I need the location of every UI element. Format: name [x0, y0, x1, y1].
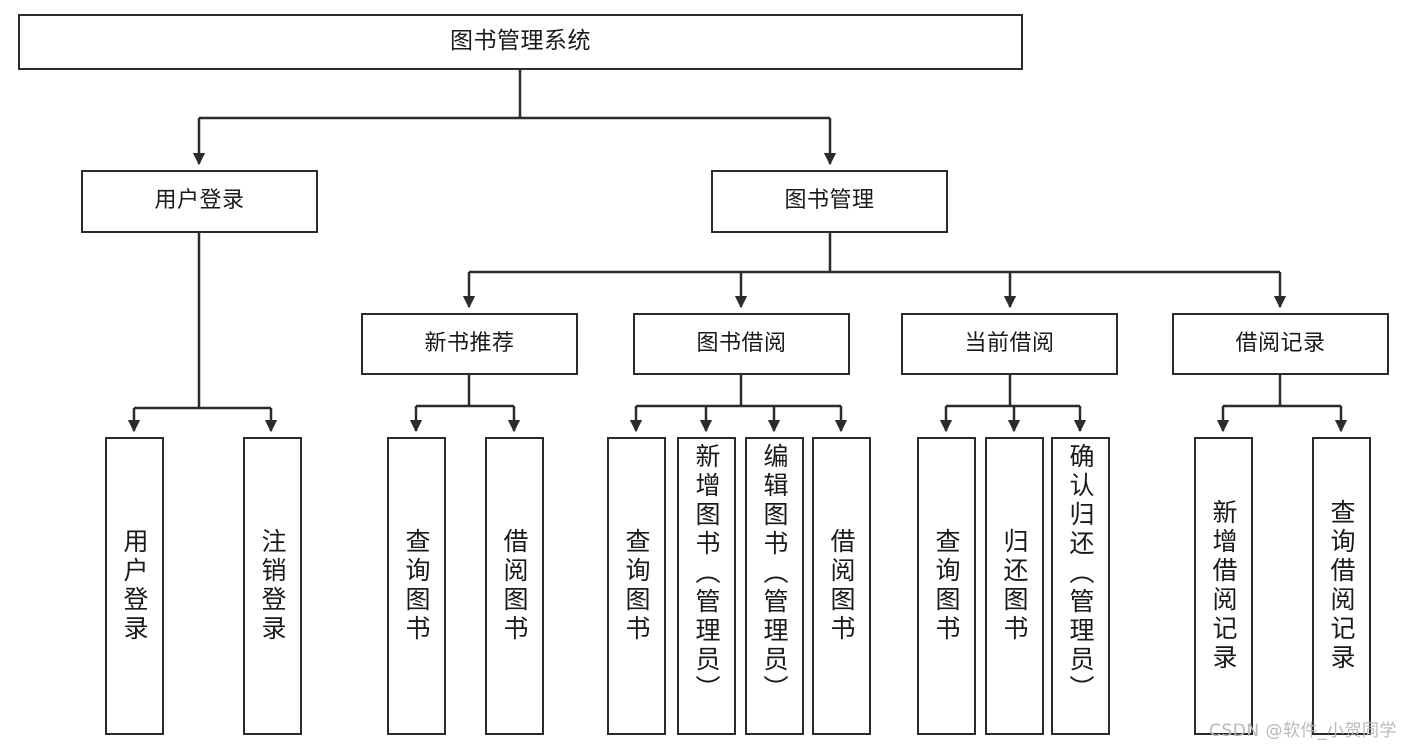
node-root-system[interactable]: 图书管理系统 [18, 14, 1023, 70]
node-leaf-user-login-login-label: 用户登录 [120, 528, 149, 644]
node-leaf-book-borrow-query[interactable]: 查询图书 [607, 437, 666, 735]
node-borrow-record[interactable]: 借阅记录 [1172, 313, 1389, 375]
csdn-watermark: CSDN @软件_小贺同学 [1209, 721, 1397, 741]
node-leaf-borrow-record-add[interactable]: 新增借阅记录 [1194, 437, 1253, 735]
node-book-management-label: 图书管理 [784, 188, 875, 214]
node-leaf-borrow-record-add-label: 新增借阅记录 [1209, 499, 1238, 673]
node-leaf-new-book-query-label: 查询图书 [402, 528, 431, 644]
node-new-book-recommend-label: 新书推荐 [424, 330, 515, 356]
node-leaf-book-borrow-add[interactable]: 新增图书（管理员） [677, 437, 736, 735]
node-leaf-current-borrow-query-label: 查询图书 [932, 528, 961, 644]
node-book-management[interactable]: 图书管理 [711, 170, 948, 233]
node-leaf-user-login-logout[interactable]: 注销登录 [243, 437, 302, 735]
node-leaf-user-login-logout-label: 注销登录 [258, 528, 287, 644]
node-user-login-label: 用户登录 [154, 188, 245, 214]
node-leaf-book-borrow-borrow-label: 借阅图书 [827, 528, 856, 644]
node-leaf-book-borrow-edit-label: 编辑图书（管理员） [760, 443, 789, 704]
node-leaf-new-book-borrow[interactable]: 借阅图书 [485, 437, 544, 735]
node-book-borrow[interactable]: 图书借阅 [633, 313, 850, 375]
node-root-system-label: 图书管理系统 [450, 28, 591, 55]
node-leaf-book-borrow-borrow[interactable]: 借阅图书 [812, 437, 871, 735]
node-leaf-current-borrow-query[interactable]: 查询图书 [917, 437, 976, 735]
node-leaf-current-borrow-confirm-label: 确认归还（管理员） [1066, 443, 1095, 704]
node-borrow-record-label: 借阅记录 [1235, 330, 1326, 356]
node-current-borrow[interactable]: 当前借阅 [901, 313, 1118, 375]
node-leaf-current-borrow-return[interactable]: 归还图书 [985, 437, 1044, 735]
node-book-borrow-label: 图书借阅 [696, 330, 787, 356]
node-leaf-book-borrow-add-label: 新增图书（管理员） [692, 443, 721, 704]
node-leaf-book-borrow-edit[interactable]: 编辑图书（管理员） [745, 437, 804, 735]
node-leaf-current-borrow-return-label: 归还图书 [1000, 528, 1029, 644]
node-current-borrow-label: 当前借阅 [964, 330, 1055, 356]
node-leaf-borrow-record-query-label: 查询借阅记录 [1327, 499, 1356, 673]
node-leaf-user-login-login[interactable]: 用户登录 [105, 437, 164, 735]
node-leaf-new-book-query[interactable]: 查询图书 [387, 437, 446, 735]
node-leaf-current-borrow-confirm[interactable]: 确认归还（管理员） [1051, 437, 1110, 735]
node-leaf-new-book-borrow-label: 借阅图书 [500, 528, 529, 644]
node-user-login[interactable]: 用户登录 [81, 170, 318, 233]
node-new-book-recommend[interactable]: 新书推荐 [361, 313, 578, 375]
node-leaf-borrow-record-query[interactable]: 查询借阅记录 [1312, 437, 1371, 735]
node-leaf-book-borrow-query-label: 查询图书 [622, 528, 651, 644]
